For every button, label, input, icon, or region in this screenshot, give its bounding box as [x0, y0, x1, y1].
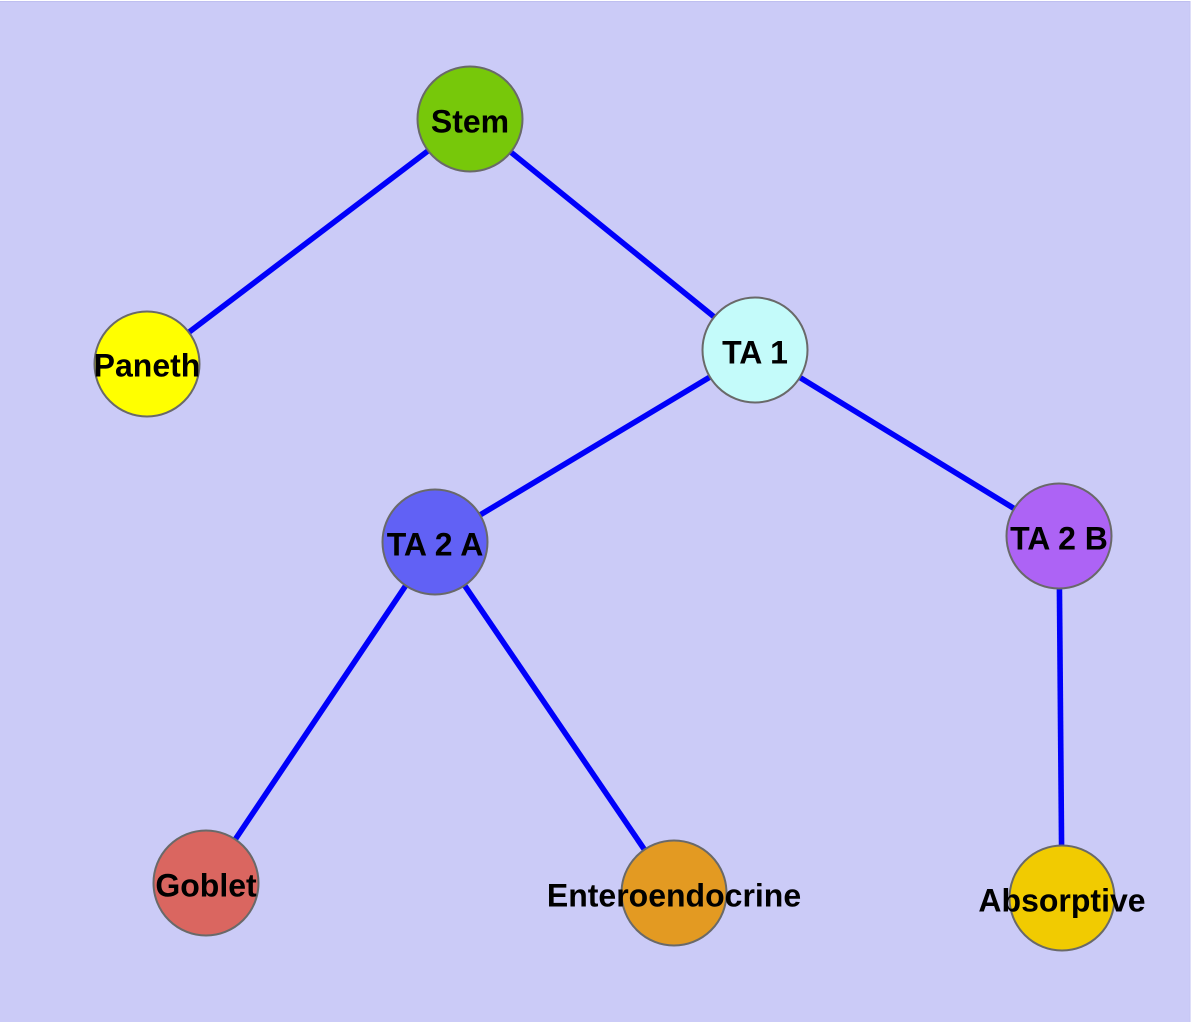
svg-text:Enteroendocrine: Enteroendocrine — [547, 878, 801, 914]
svg-text:TA 2 A: TA 2 A — [387, 527, 484, 563]
svg-text:Absorptive: Absorptive — [978, 883, 1145, 919]
svg-text:TA 2 B: TA 2 B — [1010, 521, 1108, 557]
svg-text:Goblet: Goblet — [155, 868, 257, 904]
svg-text:Stem: Stem — [431, 104, 509, 140]
svg-text:Paneth: Paneth — [94, 348, 201, 384]
svg-text:TA 1: TA 1 — [722, 335, 788, 371]
